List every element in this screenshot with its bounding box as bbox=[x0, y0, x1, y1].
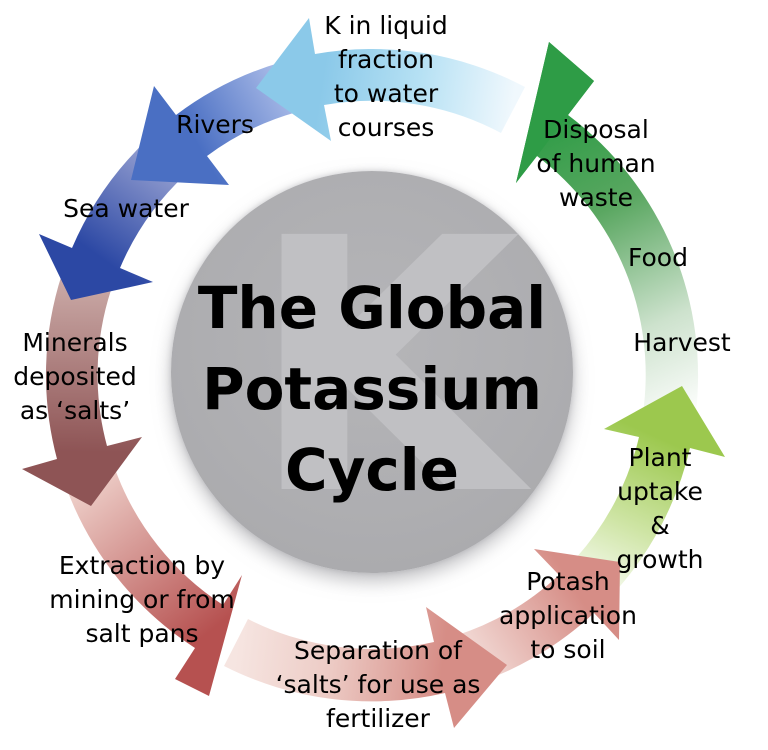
label-potash-application: Potash application to soil bbox=[499, 567, 637, 664]
title-line-3: Cycle bbox=[285, 436, 459, 504]
potash-application-arrow bbox=[448, 549, 620, 688]
diagram-title: The Global Potassium Cycle bbox=[171, 268, 573, 511]
disposal-arrowhead bbox=[516, 42, 594, 183]
label-disposal-of-human-waste: Disposal of human waste bbox=[536, 115, 656, 212]
separation-arrow bbox=[224, 607, 507, 728]
label-harvest: Harvest bbox=[633, 328, 731, 357]
label-separation: Separation of ‘salts’ for use as fertili… bbox=[275, 636, 481, 733]
k-liquid-fraction-arrow bbox=[256, 18, 525, 141]
label-plant-uptake: Plant uptake & growth bbox=[616, 443, 704, 574]
label-minerals-deposited: Minerals deposited as ‘salts’ bbox=[13, 328, 137, 425]
rivers-arrow bbox=[131, 62, 297, 185]
center-circle: K The Global Potassium Cycle bbox=[171, 171, 573, 573]
label-extraction: Extraction by mining or from salt pans bbox=[49, 551, 235, 648]
potassium-symbol-watermark: K bbox=[249, 164, 521, 572]
extraction-arrow bbox=[66, 469, 242, 696]
harvest-food-disposal-arrow bbox=[516, 42, 699, 420]
label-rivers: Rivers bbox=[176, 110, 254, 139]
title-line-1: The Global bbox=[197, 274, 547, 342]
label-sea-water: Sea water bbox=[63, 194, 189, 223]
label-k-liquid-fraction: K in liquid fraction to water courses bbox=[324, 11, 448, 142]
label-food: Food bbox=[628, 243, 688, 272]
minerals-deposited-arrow bbox=[22, 274, 142, 506]
plant-uptake-arrow bbox=[576, 386, 725, 593]
title-line-2: Potassium bbox=[202, 355, 542, 423]
